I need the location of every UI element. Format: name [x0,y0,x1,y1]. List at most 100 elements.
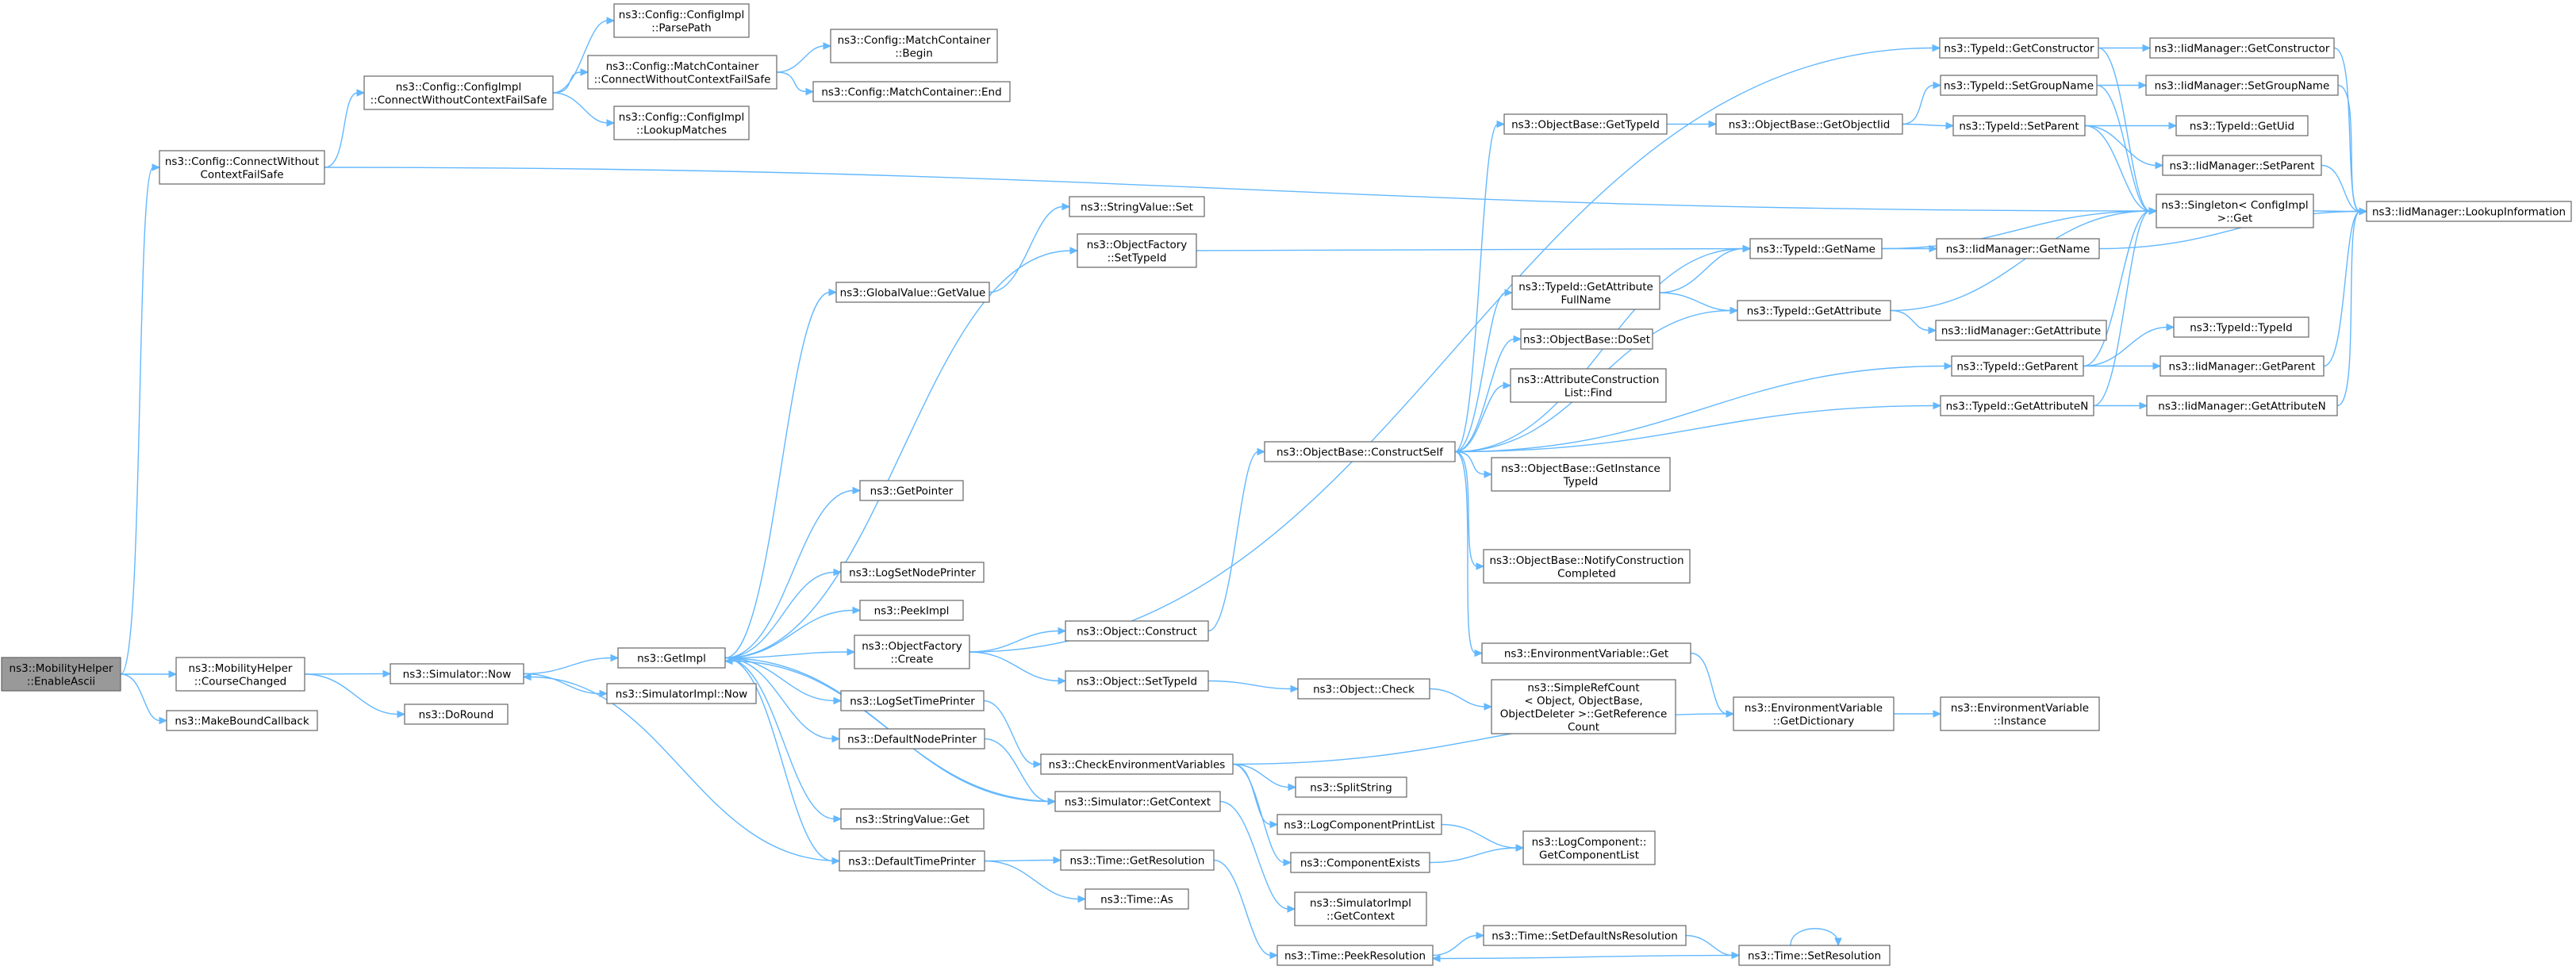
node-iidgetname[interactable]: ns3::IidManager::GetName [1936,238,2100,259]
node-iidgetcons[interactable]: ns3::IidManager::GetConstructor [2149,37,2335,59]
node-objsettypeid[interactable]: ns3::Object::SetTypeId [1065,670,1209,692]
node-tidgetparent[interactable]: ns3::TypeId::GetParent [1951,355,2084,377]
edge-line [1902,84,1935,125]
node-logcompgetlist[interactable]: ns3::LogComponent::GetComponentList [1522,830,1656,865]
node-label: ns3::ObjectFactory [862,640,962,653]
arrowhead-icon [1484,470,1493,478]
edge-line [552,71,582,94]
edge-line [1454,123,1499,453]
edge-tidsetparent-singletonget [2084,125,2158,215]
node-doround[interactable]: ns3::DoRound [404,704,509,725]
edge-line [1902,123,1948,127]
node-obnotify[interactable]: ns3::ObjectBase::NotifyConstructionCompl… [1483,549,1691,584]
node-tidgetname[interactable]: ns3::TypeId::GetName [1749,238,1883,259]
node-tidgetuid[interactable]: ns3::TypeId::GetUid [2175,115,2309,136]
node-peekres[interactable]: ns3::Time::PeekResolution [1276,945,1434,966]
node-iidgetattr[interactable]: ns3::IidManager::GetAttribute [1935,320,2107,341]
node-simplerefcount[interactable]: ns3::SimpleRefCount< Object, ObjectBase,… [1491,679,1676,734]
node-splitstring[interactable]: ns3::SplitString [1295,776,1407,798]
node-box [854,635,970,669]
node-obgettypeid[interactable]: ns3::ObjectBase::GetTypeId [1503,113,1668,135]
node-simimplgetctx[interactable]: ns3::SimulatorImpl::GetContext [1294,891,1427,926]
node-peekimpl[interactable]: ns3::PeekImpl [859,600,964,621]
edge-line [324,92,359,168]
edge-line [2336,210,2361,407]
node-tidgetcons[interactable]: ns3::TypeId::GetConstructor [1939,37,2099,59]
arrowhead-icon [382,669,392,678]
edge-tidgetcons-singletonget [2098,47,2158,215]
node-getimpl[interactable]: ns3::GetImpl [617,647,726,669]
node-singletonget[interactable]: ns3::Singleton< ConfigImpl>::Get [2156,194,2314,228]
node-tidsetparent[interactable]: ns3::TypeId::SetParent [1952,115,2086,136]
node-parsepath[interactable]: ns3::Config::ConfigImpl::ParsePath [613,3,750,38]
node-iidsetparent[interactable]: ns3::IidManager::SetParent [2162,155,2322,176]
node-iidsetgroup[interactable]: ns3::IidManager::SetGroupName [2145,75,2339,96]
node-cccwcfs[interactable]: ns3::Config::ConfigImpl::ConnectWithoutC… [363,75,554,110]
node-logsettime[interactable]: ns3::LogSetTimePrinter [840,690,985,711]
arrowhead-icon [1474,649,1484,658]
node-ofsettypeid[interactable]: ns3::ObjectFactory::SetTypeId [1077,233,1197,268]
node-mcend[interactable]: ns3::Config::MatchContainer::End [812,81,1011,102]
node-tidgetattr[interactable]: ns3::TypeId::GetAttribute [1737,300,1891,321]
node-logsetnode[interactable]: ns3::LogSetNodePrinter [840,562,985,583]
node-iidlookup[interactable]: ns3::IidManager::LookupInformation [2366,201,2572,222]
edge-line [1454,385,1505,453]
node-timeas[interactable]: ns3::Time::As [1085,888,1189,910]
edge-line [1454,365,1946,453]
edge-line [1454,292,1507,453]
node-logcompprint[interactable]: ns3::LogComponentPrintList [1276,814,1442,835]
node-simnow[interactable]: ns3::Simulator::Now [390,663,524,684]
node-defnodeprinter[interactable]: ns3::DefaultNodePrinter [839,728,985,750]
node-simimplnow[interactable]: ns3::SimulatorImpl::Now [606,683,757,704]
node-makebound[interactable]: ns3::MakeBoundCallback [166,710,318,731]
node-obconstructself[interactable]: ns3::ObjectBase::ConstructSelf [1264,441,1456,462]
node-simgetcontext[interactable]: ns3::Simulator::GetContext [1054,791,1221,812]
node-root[interactable]: ns3::MobilityHelper::EnableAscii [1,657,121,692]
node-obgetobjectiid[interactable]: ns3::ObjectBase::GetObjectIid [1715,113,1903,135]
node-envget[interactable]: ns3::EnvironmentVariable::Get [1481,642,1691,664]
node-checkenv[interactable]: ns3::CheckEnvironmentVariables [1040,753,1234,775]
edge-line [2096,84,2151,212]
node-box [175,657,305,692]
edge-line [776,45,825,73]
node-tidsetgroup[interactable]: ns3::TypeId::SetGroupName [1940,75,2098,96]
node-ccwcfs[interactable]: ns3::Config::ConnectWithoutContextFailSa… [159,150,325,185]
node-box [1510,368,1667,403]
node-label: ns3::Config::ConfigImpl [619,111,744,124]
node-lookup[interactable]: ns3::Config::ConfigImpl::LookupMatches [613,105,750,140]
node-objcheck[interactable]: ns3::Object::Check [1297,678,1430,700]
node-gvgetvalue[interactable]: ns3::GlobalValue::GetValue [835,282,990,303]
node-obdoset[interactable]: ns3::ObjectBase::DoSet [1520,328,1653,350]
node-box [404,704,509,725]
edge-line [969,630,1060,653]
node-coursechanged[interactable]: ns3::MobilityHelper::CourseChanged [175,657,305,692]
node-label: ns3::IidManager::LookupInformation [2372,206,2566,219]
node-compexists[interactable]: ns3::ComponentExists [1290,852,1430,873]
node-timesetres[interactable]: ns3::Time::SetResolution [1738,945,1891,966]
node-envgetdict[interactable]: ns3::EnvironmentVariable::GetDictionary [1733,696,1895,731]
node-svset[interactable]: ns3::StringValue::Set [1069,196,1205,217]
node-objconstruct[interactable]: ns3::Object::Construct [1065,620,1209,642]
node-deftimeprinter[interactable]: ns3::DefaultTimePrinter [839,850,985,872]
node-getpointer[interactable]: ns3::GetPointer [859,480,964,501]
arrowhead-icon [852,486,862,495]
node-iidgetattrn[interactable]: ns3::IidManager::GetAttributeN [2146,395,2338,416]
node-ofcreate[interactable]: ns3::ObjectFactory::Create [854,635,970,669]
node-mcbegin[interactable]: ns3::Config::MatchContainer::Begin [830,29,998,63]
node-settdefns[interactable]: ns3::Time::SetDefaultNsResolution [1483,925,1687,946]
edge-logcompprint-logcompgetlist [1441,823,1525,852]
node-envinstance[interactable]: ns3::EnvironmentVariable::Instance [1940,696,2100,731]
node-timegetres[interactable]: ns3::Time::GetResolution [1060,849,1215,871]
node-svget[interactable]: ns3::StringValue::Get [840,808,985,830]
edge-line [2084,125,2157,167]
node-tidtypeid[interactable]: ns3::TypeId::TypeId [2173,316,2309,338]
node-tidgetattrn[interactable]: ns3::TypeId::GetAttributeN [1940,395,2094,416]
arrowhead-icon [1257,447,1266,456]
node-mcconnect[interactable]: ns3::Config::MatchContainer::ConnectWith… [587,55,777,90]
node-box [1065,620,1209,642]
node-iidgetparent[interactable]: ns3::IidManager::GetParent [2159,355,2325,377]
